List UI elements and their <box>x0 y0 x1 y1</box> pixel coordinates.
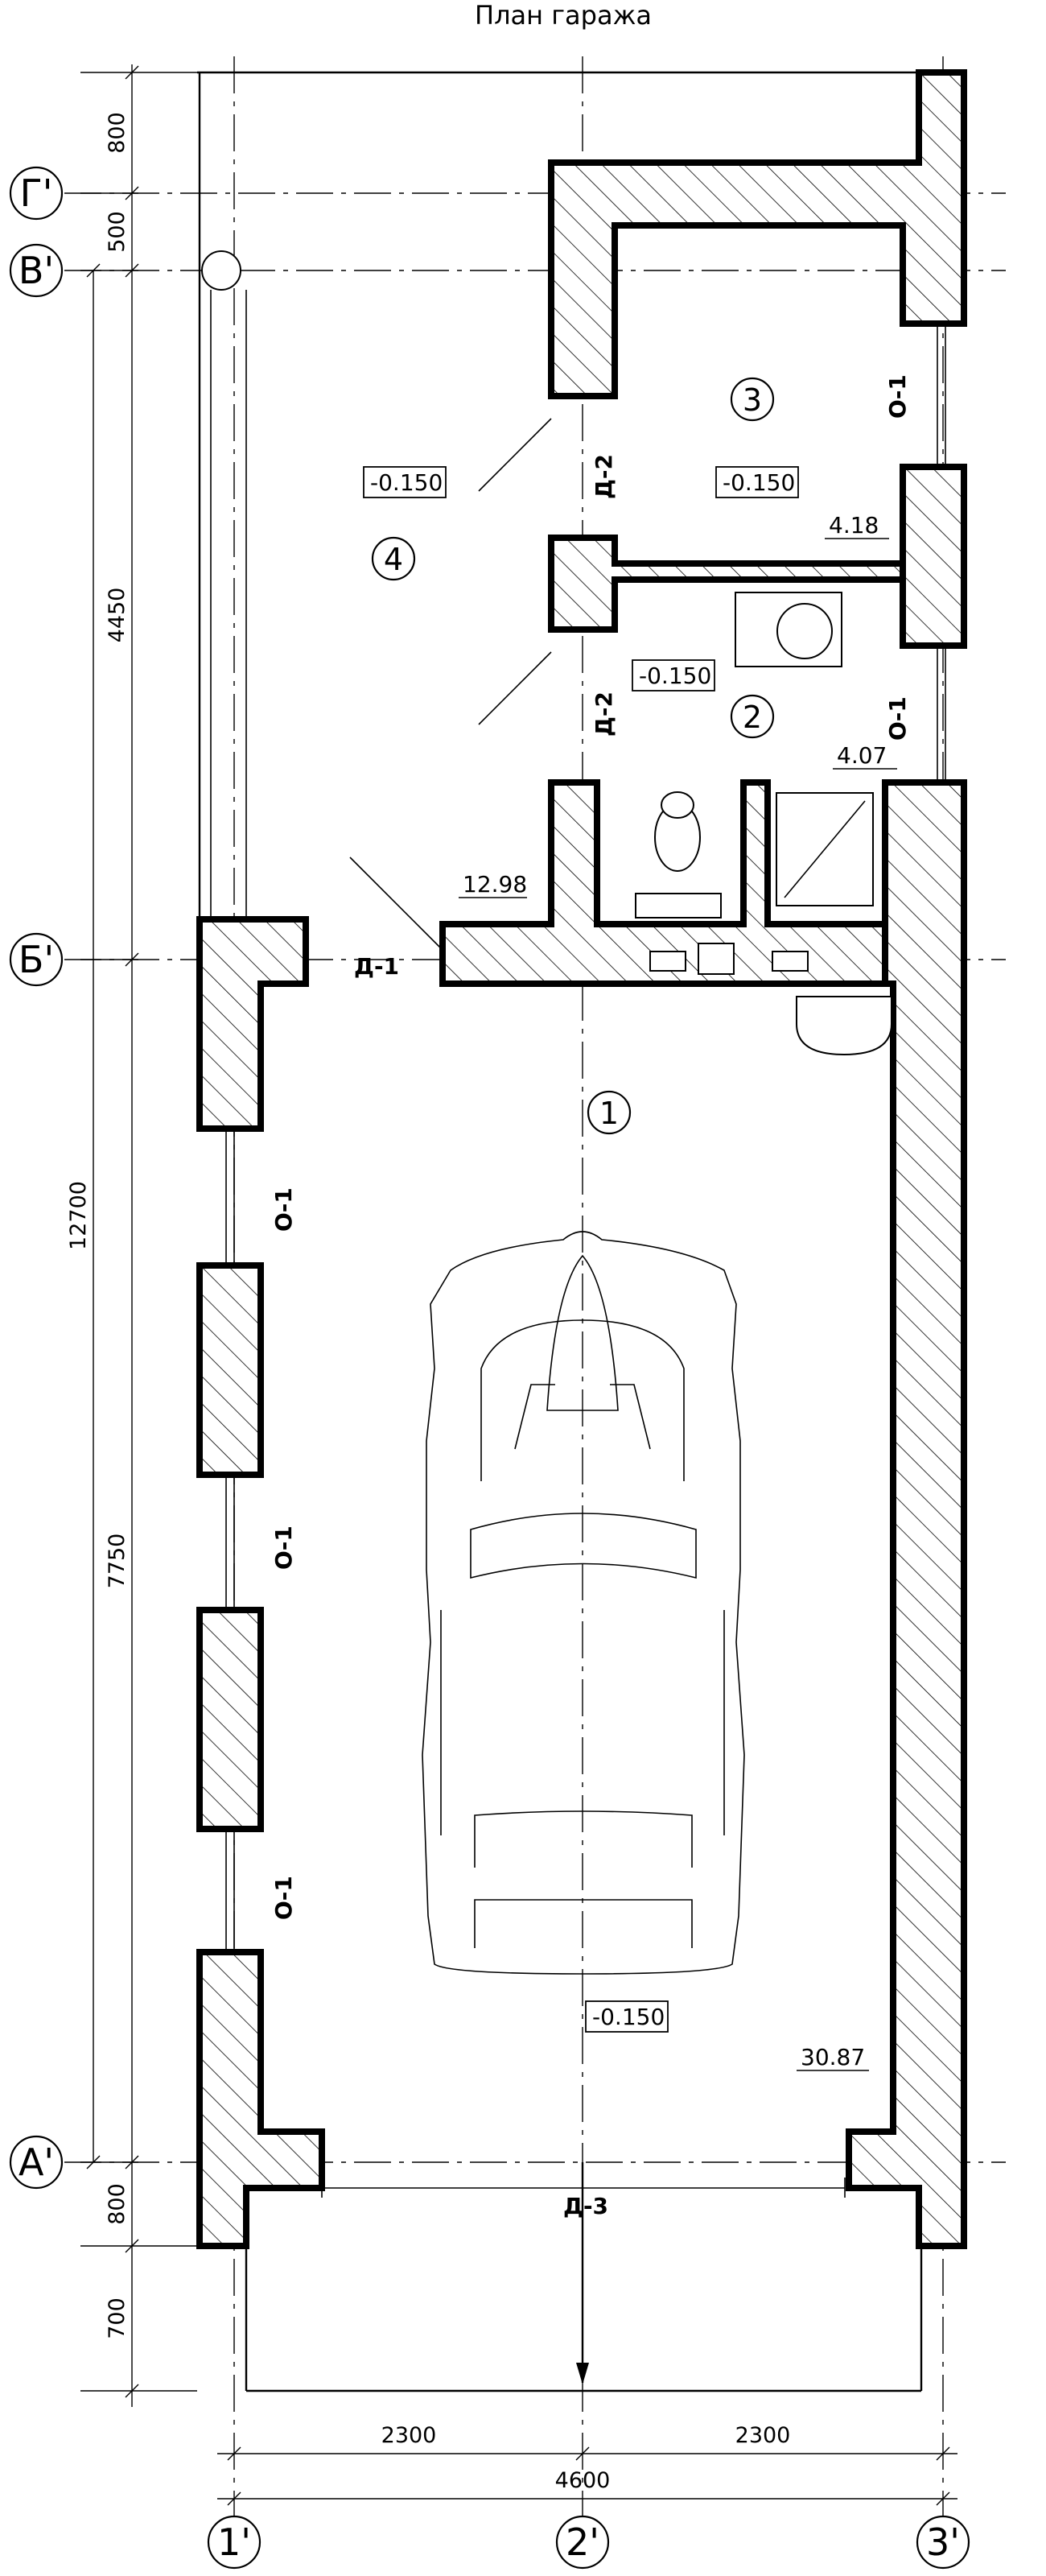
left-dimension-chain <box>80 64 197 2407</box>
column-icon <box>201 250 241 291</box>
axis-label-v: В' <box>19 249 54 292</box>
wall-left-2 <box>196 1262 264 1478</box>
level-marks: -0.150 -0.150 -0.150 -0.150 <box>363 466 799 2033</box>
dim-4600: 4600 <box>555 2468 611 2493</box>
room-number-2: 2 <box>743 700 762 735</box>
axis-label-g: Г' <box>20 171 53 215</box>
dim-7750: 7750 <box>105 1534 130 1589</box>
window-label-1: О-1 <box>884 374 911 419</box>
dim-700: 700 <box>105 2297 130 2339</box>
axis-label-b: Б' <box>19 938 54 981</box>
wall-top-right <box>548 69 967 399</box>
dim-800-top: 800 <box>105 112 130 154</box>
wall-left-3 <box>196 1607 264 1832</box>
garage-sink-icon <box>796 996 892 1056</box>
axis-label-3: 3' <box>926 2520 960 2564</box>
level-room-1: -0.150 <box>592 2004 665 2030</box>
dim-2300-left: 2300 <box>381 2423 437 2448</box>
wall-left-1 <box>196 916 309 1132</box>
dim-2300-right: 2300 <box>735 2423 791 2448</box>
window-label-2: О-1 <box>884 696 911 741</box>
wall-partition-b <box>439 779 888 987</box>
fixtures <box>201 250 892 1056</box>
level-room-4: -0.150 <box>370 469 443 496</box>
room-area-3: 4.18 <box>829 512 879 539</box>
room-number-3: 3 <box>743 382 762 418</box>
room-markers: 1 2 3 4 <box>371 377 775 1135</box>
walls <box>196 69 967 2249</box>
site-outline <box>197 71 923 2392</box>
door-swings <box>349 418 552 951</box>
room-area-1: 30.87 <box>801 2044 865 2070</box>
dim-800-bottom: 800 <box>105 2183 130 2225</box>
window-label-3: О-1 <box>270 1187 297 1232</box>
window-labels: О-1 О-1 О-1 О-1 О-1 <box>270 374 911 1920</box>
dim-500: 500 <box>105 211 130 253</box>
room-areas: 30.87 4.07 4.18 12.98 <box>459 512 897 2071</box>
wall-partition-3-2 <box>548 535 906 633</box>
level-room-3: -0.150 <box>723 469 795 496</box>
door-label-d3: Д-3 <box>563 2193 608 2219</box>
window-label-4: О-1 <box>270 1525 297 1570</box>
door-label-d2-upper: Д-2 <box>591 454 617 499</box>
door-labels: Д-1 Д-2 Д-2 Д-3 <box>354 454 617 2219</box>
entry-arrow <box>576 2162 589 2384</box>
windows <box>225 324 946 1952</box>
toilet-icon <box>635 893 722 919</box>
door-label-d2-lower: Д-2 <box>591 691 617 737</box>
bottom-dimension-chain: 2300 2300 4600 <box>217 2423 957 2506</box>
room-number-1: 1 <box>599 1096 619 1131</box>
plan-title: План гаража <box>475 0 652 31</box>
car-icon <box>422 1231 745 1975</box>
dim-4450: 4450 <box>105 588 130 643</box>
axis-label-1: 1' <box>217 2520 251 2564</box>
room-area-4: 12.98 <box>463 871 527 898</box>
left-dimension-texts: 800 500 4450 12700 7750 800 700 <box>66 112 130 2339</box>
room-area-2: 4.07 <box>837 742 887 769</box>
axis-label-a: А' <box>19 2140 54 2184</box>
wall-left-4 <box>196 1949 325 2249</box>
dim-12700: 12700 <box>66 1181 91 1250</box>
door-label-d1: Д-1 <box>354 953 399 980</box>
axis-label-2: 2' <box>566 2520 599 2564</box>
room-number-4: 4 <box>384 542 403 577</box>
wall-right-mid <box>900 464 967 649</box>
level-room-2: -0.150 <box>639 663 711 689</box>
window-label-5: О-1 <box>270 1876 297 1920</box>
axis-bubbles: Г' В' Б' А' 1' 2' 3' <box>9 166 970 2570</box>
